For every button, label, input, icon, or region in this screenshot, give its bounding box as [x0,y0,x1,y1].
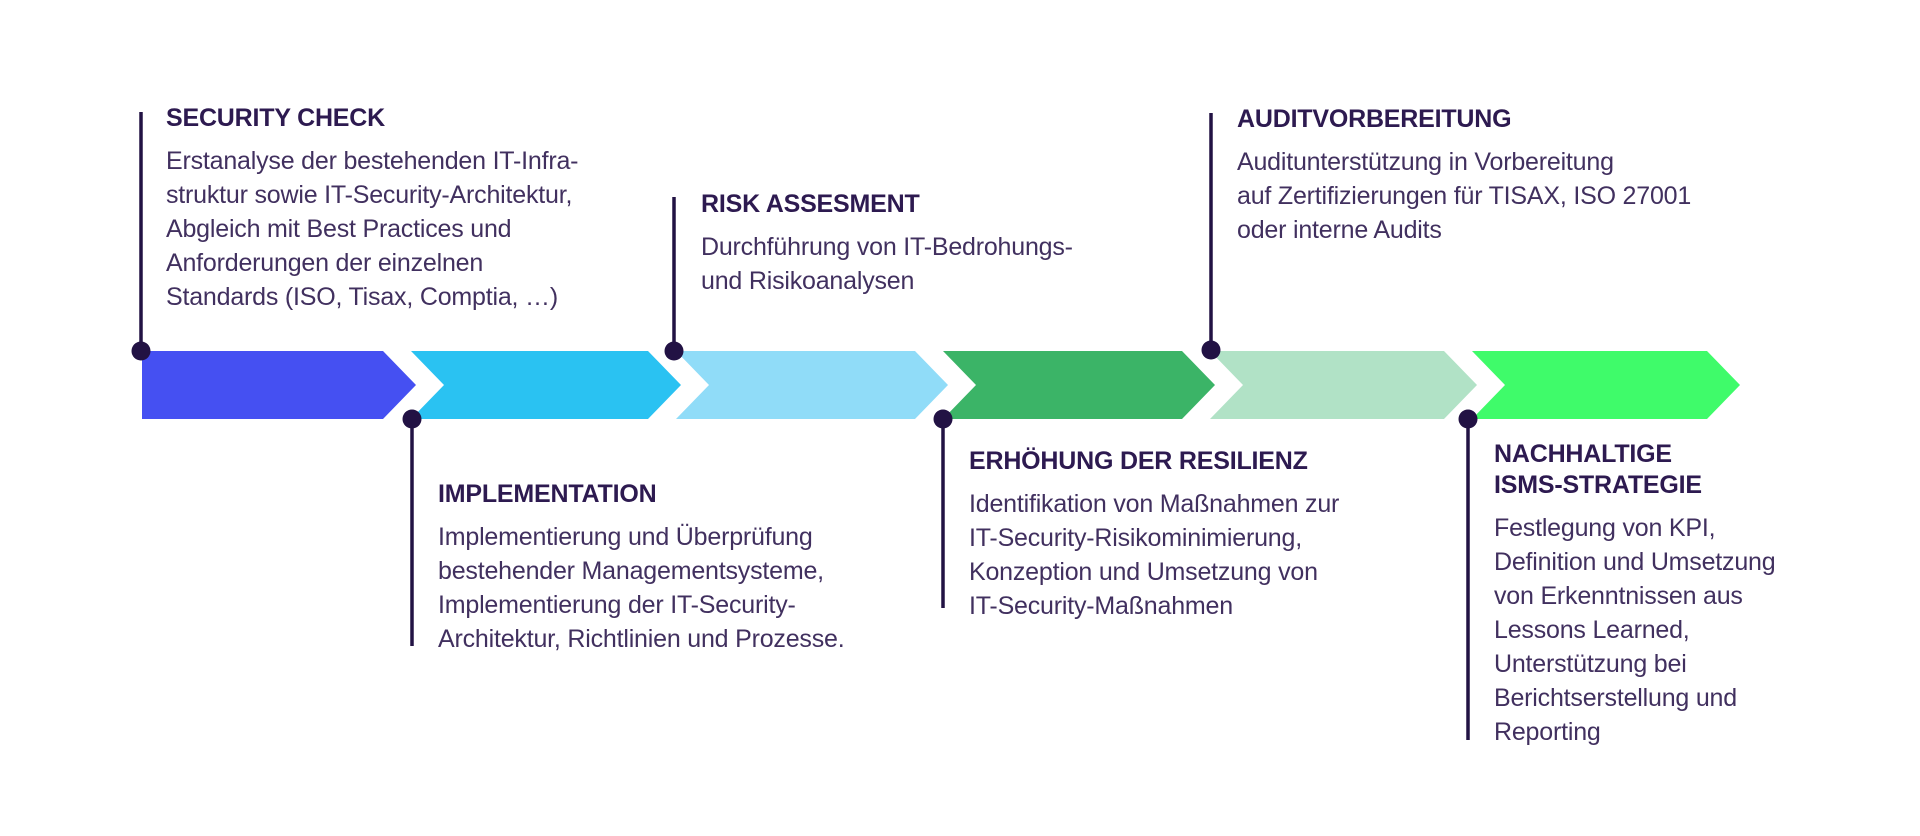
step-body-implementation: Implementierung und Überprüfung bestehen… [438,523,845,653]
chevron-step-4 [943,351,1215,419]
connector-dot-erhoehung-der-resilienz [933,409,953,429]
step-body-auditvorbereitung: Auditunterstützung in Vorbereitung auf Z… [1237,148,1692,244]
step-implementation: IMPLEMENTATION Implementierung und Überp… [438,479,845,656]
step-nachhaltige-isms-strategie: NACHHALTIGE ISMS-STRATEGIE Festlegung vo… [1494,439,1776,749]
step-erhoehung-der-resilienz: ERHÖHUNG DER RESILIENZ Identifikation vo… [969,446,1339,623]
chevron-step-5 [1210,351,1477,419]
chevron-step-1 [142,351,416,419]
chevron-step-6 [1472,351,1740,419]
step-auditvorbereitung: AUDITVORBEREITUNG Auditunterstützung in … [1237,104,1691,247]
connector-dot-nachhaltige-isms-strategie [1458,409,1478,429]
chevron-step-2 [411,351,681,419]
step-title-security-check: SECURITY CHECK [166,104,385,132]
step-body-risk-assesment: Durchführung von IT-Bedrohungs- und Risi… [701,233,1073,295]
connector-dot-implementation [402,409,422,429]
connector-dot-auditvorbereitung [1201,340,1221,360]
step-body-erhoehung-der-resilienz: Identifikation von Maßnahmen zur IT-Secu… [969,490,1340,620]
chevron-step-3 [676,351,948,419]
step-title-risk-assesment: RISK ASSESMENT [701,190,920,218]
step-risk-assesment: RISK ASSESMENT Durchführung von IT-Bedro… [701,189,1073,298]
step-body-security-check: Erstanalyse der bestehenden IT-Infra- st… [166,147,579,311]
step-body-nachhaltige-isms-strategie: Festlegung von KPI, Definition und Umset… [1494,514,1776,746]
connector-dot-risk-assesment [664,341,684,361]
connector-dot-security-check [131,341,151,361]
step-title-nachhaltige-isms-strategie: NACHHALTIGE ISMS-STRATEGIE [1494,440,1702,499]
step-title-erhoehung-der-resilienz: ERHÖHUNG DER RESILIENZ [969,447,1308,475]
step-title-implementation: IMPLEMENTATION [438,480,657,508]
step-title-auditvorbereitung: AUDITVORBEREITUNG [1237,105,1512,133]
step-security-check: SECURITY CHECK Erstanalyse der bestehend… [166,103,578,314]
